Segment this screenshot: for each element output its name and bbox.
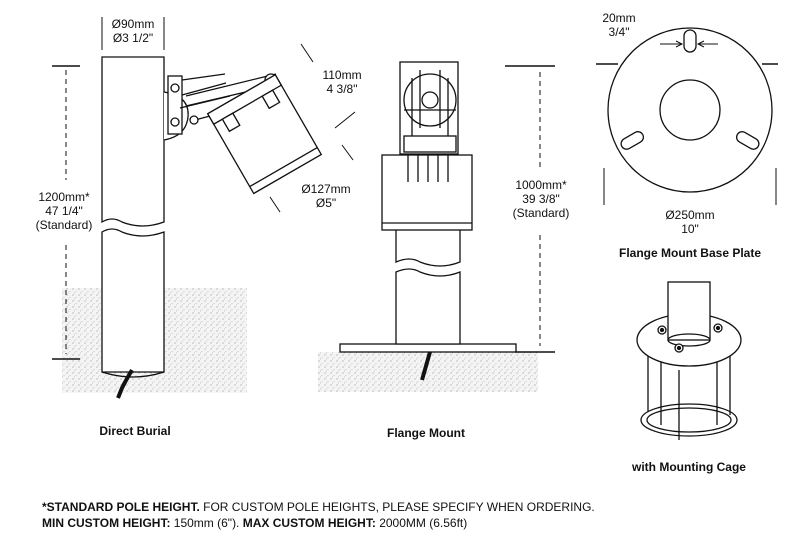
footnote-bold-1: *STANDARD POLE HEIGHT. bbox=[42, 500, 200, 514]
flange-mount-drawing bbox=[318, 61, 555, 392]
height-mm: 1000mm* bbox=[515, 178, 567, 192]
pole-diameter-in: Ø3 1/2" bbox=[112, 31, 154, 45]
footnote-text-3: 2000MM (6.56ft) bbox=[375, 516, 468, 530]
slot-width-in: 3/4" bbox=[608, 25, 630, 39]
pole-diameter-mm: Ø90mm bbox=[111, 17, 155, 31]
base-plate-diameter-label: Ø250mm 10" bbox=[650, 208, 730, 236]
pole-diameter-label: Ø90mm Ø3 1/2" bbox=[104, 17, 162, 45]
slot-top bbox=[683, 29, 697, 53]
pole bbox=[395, 227, 461, 267]
height-mm: 1200mm* bbox=[38, 190, 90, 204]
footnote-line-2: MIN CUSTOM HEIGHT: 150mm (6"). MAX CUSTO… bbox=[42, 516, 467, 530]
pole-lower bbox=[101, 228, 165, 373]
base-plate-caption: Flange Mount Base Plate bbox=[618, 246, 762, 260]
fixture-diameter-mm: Ø127mm bbox=[301, 182, 351, 196]
fixture-depth-in: 4 3/8" bbox=[326, 82, 358, 96]
footnote-line-1: *STANDARD POLE HEIGHT. FOR CUSTOM POLE H… bbox=[42, 500, 595, 514]
slot-left bbox=[620, 131, 645, 150]
cable bbox=[116, 368, 134, 399]
slot-width-label: 20mm 3/4" bbox=[584, 11, 654, 39]
base-plate-drawing bbox=[596, 27, 778, 205]
cable bbox=[420, 351, 432, 381]
direct-burial-height-label: 1200mm* 47 1/4" (Standard) bbox=[18, 190, 110, 232]
footnote-text-2: 150mm (6"). bbox=[170, 516, 243, 530]
footnote-bold-2: MIN CUSTOM HEIGHT: bbox=[42, 516, 171, 530]
mounting-cage-drawing bbox=[636, 281, 742, 440]
height-note: (Standard) bbox=[512, 206, 570, 220]
fixture-diameter-label: Ø127mm Ø5" bbox=[290, 182, 362, 210]
pole bbox=[101, 56, 165, 227]
flange-mount-caption: Flange Mount bbox=[387, 426, 465, 440]
diameter-in: 10" bbox=[681, 222, 699, 236]
footnote-text-1: FOR CUSTOM POLE HEIGHTS, PLEASE SPECIFY … bbox=[199, 500, 595, 514]
cage-bottom-ring bbox=[640, 403, 738, 437]
slot-right bbox=[735, 131, 760, 150]
base-plate-center-hole bbox=[659, 79, 721, 141]
footnote-bold-3: MAX CUSTOM HEIGHT: bbox=[242, 516, 376, 530]
flange-height-label: 1000mm* 39 3/8" (Standard) bbox=[498, 178, 584, 220]
direct-burial-caption: Direct Burial bbox=[99, 424, 171, 438]
height-in: 47 1/4" bbox=[45, 204, 83, 218]
cage-pole bbox=[667, 281, 711, 341]
fixture-depth-mm: 110mm bbox=[322, 68, 362, 82]
height-note: (Standard) bbox=[35, 218, 93, 232]
direct-burial-drawing bbox=[52, 17, 356, 399]
pole-lower bbox=[395, 268, 461, 345]
slot-width-mm: 20mm bbox=[602, 11, 636, 25]
luminaire-head bbox=[206, 73, 323, 195]
height-in: 39 3/8" bbox=[522, 192, 560, 206]
luminaire-head bbox=[381, 154, 473, 231]
fixture-depth-label: 110mm 4 3/8" bbox=[306, 68, 378, 96]
diameter-mm: Ø250mm bbox=[665, 208, 715, 222]
flange-plate bbox=[339, 343, 517, 353]
mounting-cage-caption: with Mounting Cage bbox=[632, 460, 746, 474]
fixture-diameter-in: Ø5" bbox=[315, 196, 337, 210]
